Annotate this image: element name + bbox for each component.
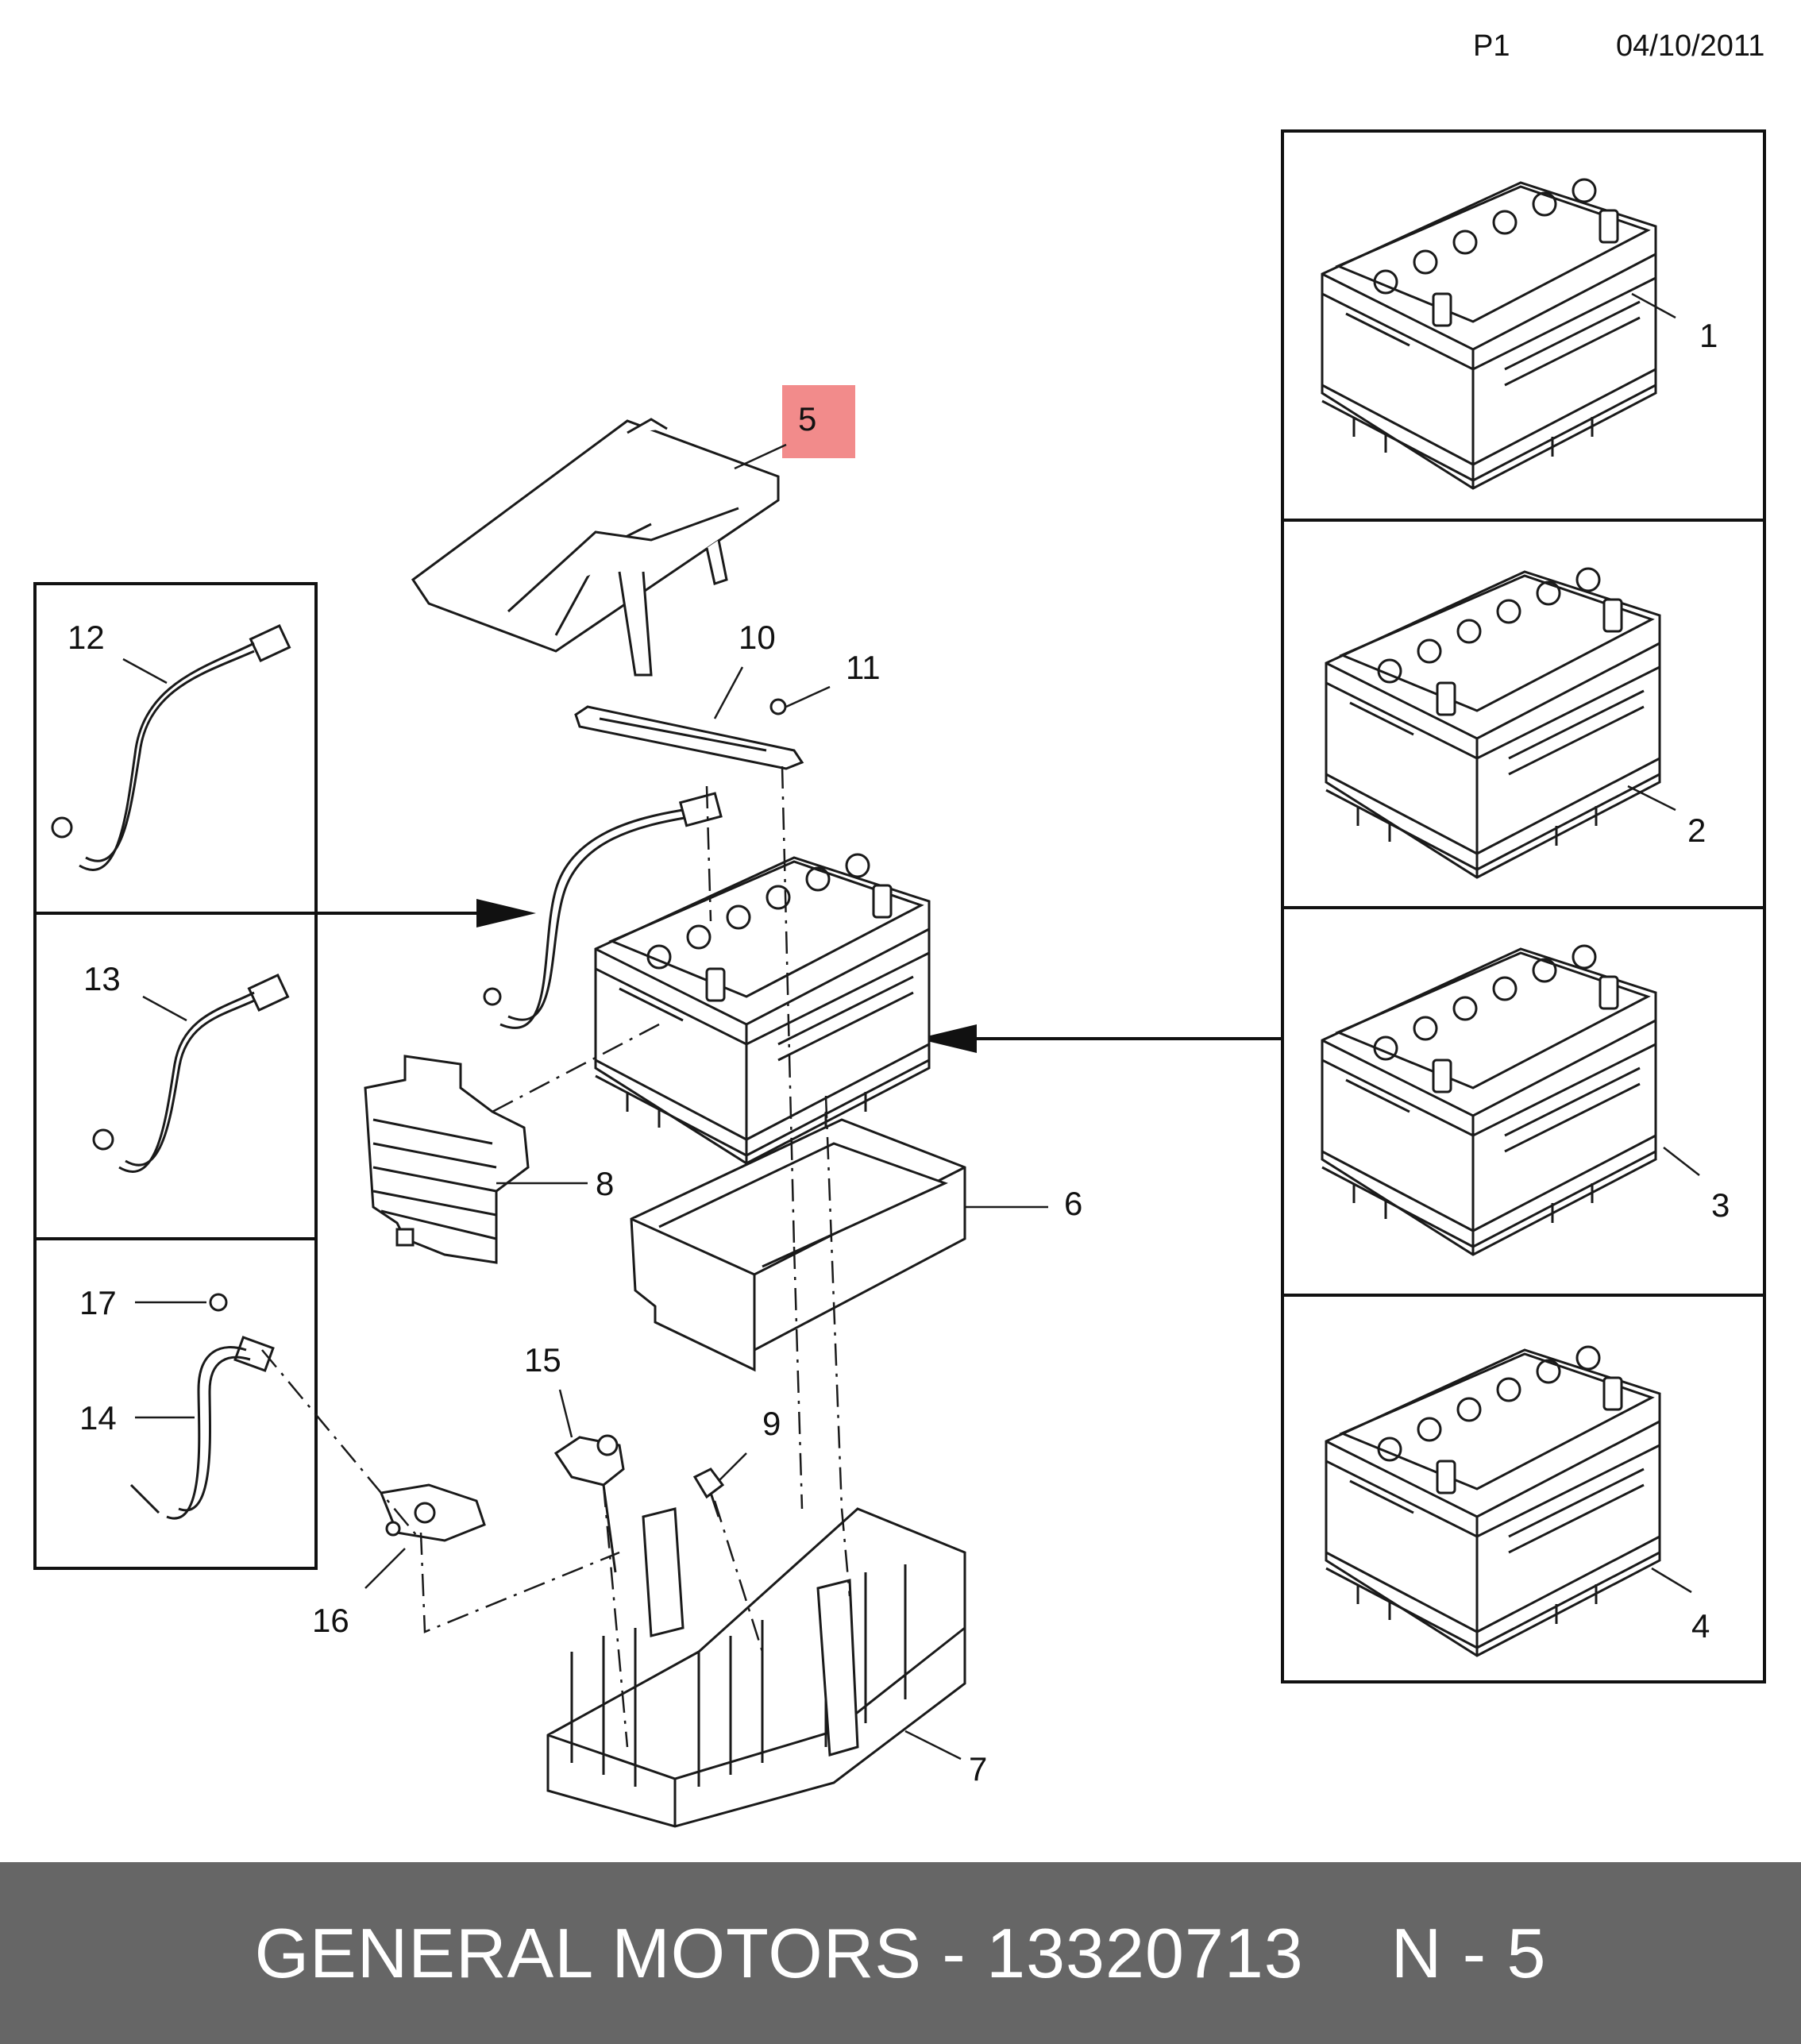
assembly-guide-lines (261, 766, 851, 1748)
battery-cable (483, 792, 723, 1029)
heat-shield-8 (364, 1055, 530, 1264)
leader-lines-left (122, 658, 206, 1419)
callout-10: 10 (739, 619, 776, 656)
terminal-16 (379, 1483, 486, 1542)
callout-12: 12 (67, 619, 105, 656)
battery-variants-panel (1281, 129, 1766, 1683)
callout-9: 9 (762, 1405, 781, 1442)
battery-tray-7 (546, 1507, 966, 1828)
part-number-footer: GENERAL MOTORS - 13320713 N - 5 (0, 1862, 1801, 2044)
arrow-variant-to-battery (917, 1024, 1282, 1053)
callout-2: 2 (1687, 812, 1706, 849)
page-number: P1 (1473, 29, 1510, 63)
battery-cover-5 (411, 418, 780, 677)
callout-6: 6 (1064, 1185, 1082, 1222)
cable-14 (129, 1293, 275, 1520)
battery-variant-3 (1321, 944, 1657, 1256)
footer-part-number: GENERAL MOTORS - 13320713 (254, 1913, 1304, 1992)
arrow-cable-to-battery (316, 899, 536, 928)
tray-liner-6 (630, 1118, 966, 1372)
callout-16: 16 (312, 1602, 349, 1639)
print-date: 04/10/2011 (1616, 29, 1764, 63)
callout-11: 11 (846, 649, 881, 686)
callout-4: 4 (1691, 1607, 1710, 1645)
battery-variant-2 (1325, 567, 1661, 879)
callout-1: 1 (1699, 317, 1718, 354)
battery-variant-4 (1325, 1345, 1661, 1657)
parts-diagram: P1 04/10/2011 (33, 29, 1766, 1828)
callout-8: 8 (596, 1165, 614, 1202)
hold-down-bar-10 (574, 698, 804, 770)
callout-5: 5 (798, 400, 816, 438)
inset-cables-panel (33, 582, 318, 1570)
leader-lines-top (713, 666, 831, 719)
bracket-15 (553, 1434, 625, 1573)
callout-7: 7 (969, 1750, 987, 1788)
bolt-9 (692, 1467, 725, 1518)
callout-3: 3 (1711, 1186, 1730, 1224)
callout-14: 14 (79, 1399, 117, 1437)
leader-lines-right (1627, 292, 1700, 1594)
cable-12 (51, 623, 291, 871)
battery-variant-1 (1321, 178, 1657, 490)
footer-reference: N - 5 (1390, 1913, 1547, 1992)
callout-15: 15 (524, 1341, 561, 1379)
highlight-callout-5 (782, 385, 855, 458)
cable-13 (92, 973, 290, 1173)
callout-13: 13 (83, 960, 121, 997)
callout-17: 17 (79, 1284, 117, 1321)
main-battery (594, 853, 931, 1165)
